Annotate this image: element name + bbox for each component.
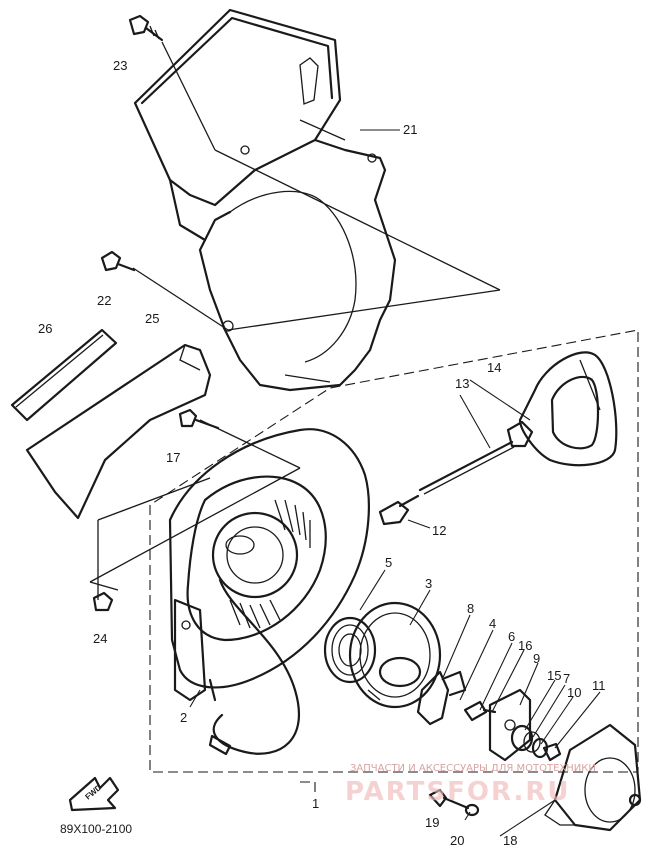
bolt-22 xyxy=(100,250,136,272)
callout-14: 14 xyxy=(487,360,501,375)
callout-5: 5 xyxy=(385,555,392,570)
nut-24 xyxy=(92,591,114,612)
pulley-18 xyxy=(544,723,642,832)
bolt-17 xyxy=(178,408,220,430)
callout-20: 20 xyxy=(450,833,464,848)
forward-arrow-icon: FWD xyxy=(68,776,120,812)
callout-labels: 23 21 22 26 25 14 13 17 12 5 3 24 8 4 6 … xyxy=(38,58,606,848)
washer-15 xyxy=(510,724,534,752)
callout-7: 7 xyxy=(563,671,570,686)
starter-handle-14 xyxy=(506,351,618,467)
leader-lines xyxy=(189,129,601,837)
callout-1: 1 xyxy=(312,796,319,811)
callout-10: 10 xyxy=(567,685,581,700)
wire-lead xyxy=(208,578,301,756)
callout-9: 9 xyxy=(533,651,540,666)
callout-24: 24 xyxy=(93,631,107,646)
callout-4: 4 xyxy=(489,616,496,631)
starter-case-2 xyxy=(168,428,370,702)
watermark: ЗАПЧАСТИ И АКСЕССУАРЫ ДЛЯ МОТОТЕХНИКИ PA… xyxy=(345,763,596,807)
drawing-code: 89X100-2100 xyxy=(60,822,132,836)
callout-6: 6 xyxy=(508,629,515,644)
watermark-site: PARTSFOR.RU xyxy=(345,777,570,807)
callout-25: 25 xyxy=(145,311,159,326)
callout-18: 18 xyxy=(503,833,517,848)
collar-12 xyxy=(378,494,420,526)
assembly-boundary xyxy=(149,329,639,795)
callout-16: 16 xyxy=(518,638,532,653)
bolt-19 xyxy=(428,788,470,810)
air-shroud-21 xyxy=(133,8,397,392)
callout-23: 23 xyxy=(113,58,127,73)
starter-rope-13 xyxy=(418,440,515,495)
ratchet-8 xyxy=(416,670,467,726)
callout-17: 17 xyxy=(166,450,180,465)
washer-20 xyxy=(464,803,480,817)
spiral-spring-5 xyxy=(323,616,377,684)
callout-13: 13 xyxy=(455,376,469,391)
callout-22: 22 xyxy=(97,293,111,308)
watermark-caption: ЗАПЧАСТИ И АКСЕССУАРЫ ДЛЯ МОТОТЕХНИКИ xyxy=(350,763,596,774)
callout-26: 26 xyxy=(38,321,52,336)
label-plate-26 xyxy=(10,328,118,422)
callout-19: 19 xyxy=(425,815,439,830)
side-cover-25 xyxy=(25,343,212,520)
spring-7 xyxy=(523,731,541,753)
plate-9 xyxy=(488,688,532,762)
callout-11: 11 xyxy=(592,678,606,693)
bolt-23 xyxy=(128,14,164,42)
rope-reel-3 xyxy=(348,601,442,709)
callout-3: 3 xyxy=(425,576,432,591)
callout-12: 12 xyxy=(432,523,446,538)
bolt-11 xyxy=(542,742,562,762)
callout-15: 15 xyxy=(547,668,561,683)
callout-8: 8 xyxy=(467,601,474,616)
callout-21: 21 xyxy=(403,122,417,137)
callout-2: 2 xyxy=(180,710,187,725)
